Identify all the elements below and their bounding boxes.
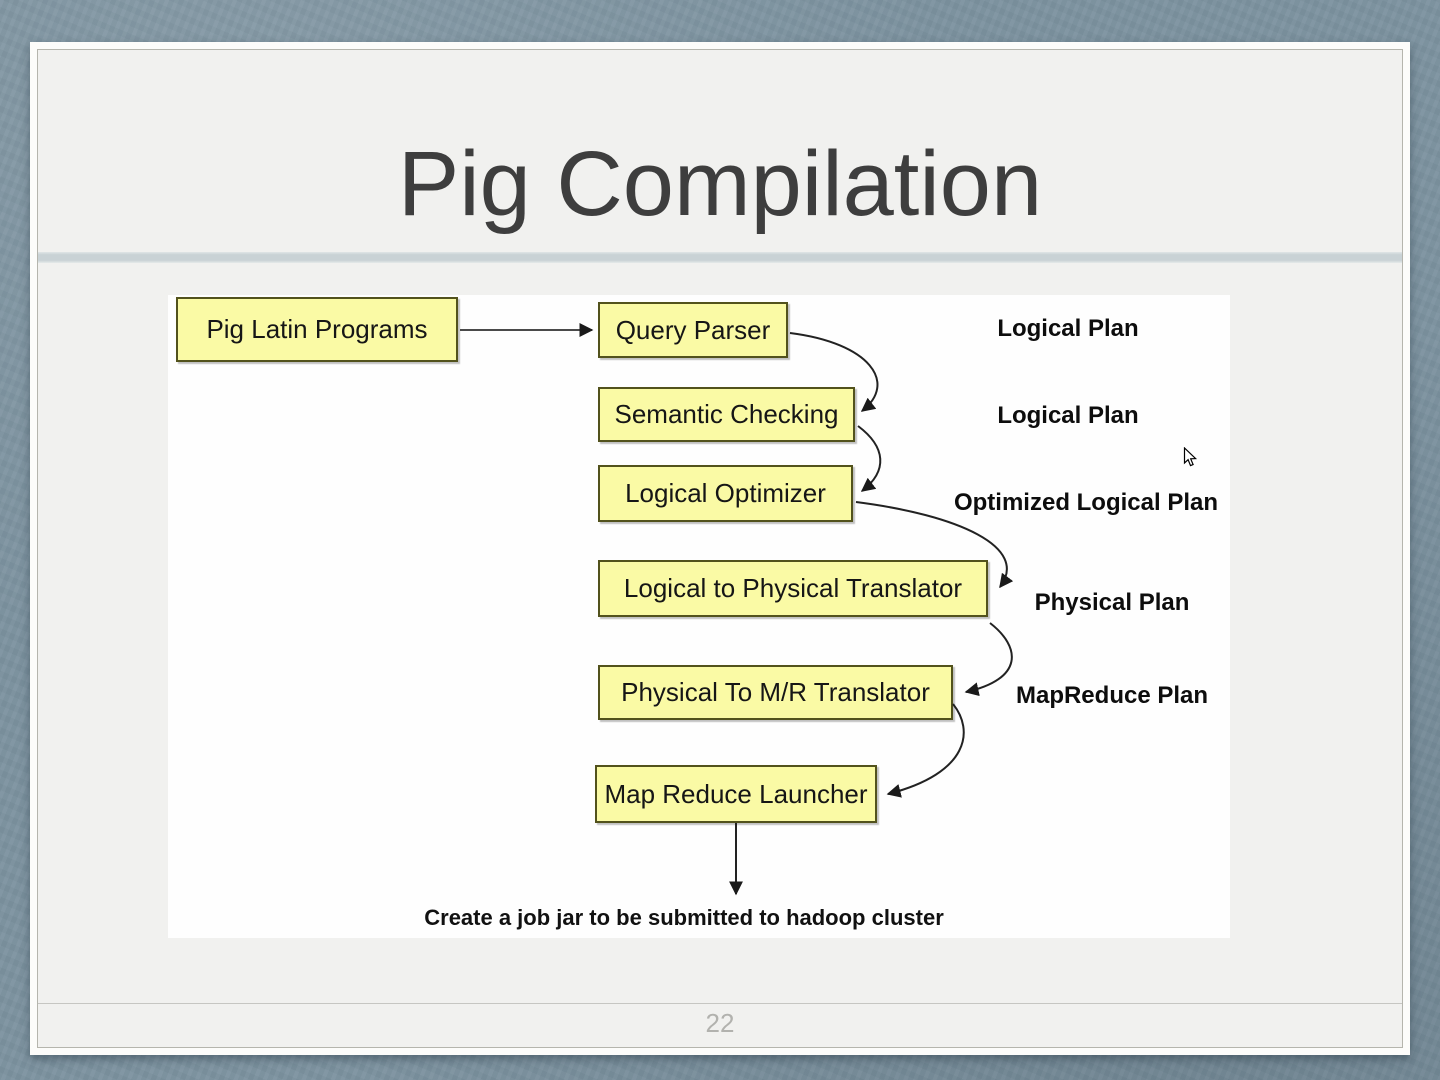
plan-label-logical-plan-2: Logical Plan <box>997 402 1139 429</box>
flow-box-physical-to-mr-translator: Physical To M/R Translator <box>598 665 953 720</box>
flow-box-logical-optimizer: Logical Optimizer <box>598 465 853 522</box>
flow-box-pig-latin-programs: Pig Latin Programs <box>176 297 458 362</box>
flow-box-map-reduce-launcher: Map Reduce Launcher <box>595 765 877 823</box>
pig-compilation-diagram: Pig Latin Programs Query Parser Semantic… <box>168 295 1230 938</box>
flow-arrows <box>460 323 1014 896</box>
slide-title: Pig Compilation <box>397 133 1043 235</box>
flow-box-label: Physical To M/R Translator <box>621 677 930 707</box>
footer-divider <box>38 1003 1402 1004</box>
flow-box-label: Query Parser <box>615 314 771 345</box>
flow-box-label: Pig Latin Programs <box>206 314 428 344</box>
plan-label-mapreduce-plan: MapReduce Plan <box>1015 682 1209 709</box>
page-number: 22 <box>705 1008 735 1038</box>
arrow-parser-to-semantic <box>789 332 879 412</box>
flow-box-label: Semantic Checking <box>614 399 839 429</box>
flow-box-query-parser: Query Parser <box>598 302 788 358</box>
arrow-semantic-to-optimizer <box>857 425 882 492</box>
plan-label-logical-plan-1: Logical Plan <box>997 315 1139 342</box>
flow-box-semantic-checking: Semantic Checking <box>598 387 855 442</box>
arrow-p2mr-to-launcher <box>886 703 965 798</box>
slide: Pig Compilation Pig Latin Programs Query… <box>30 42 1410 1055</box>
flow-box-label: Logical Optimizer <box>625 478 826 508</box>
plan-label-physical-plan: Physical Plan <box>1034 589 1190 616</box>
diagram-caption: Create a job jar to be submitted to hado… <box>424 905 944 930</box>
flow-box-logical-to-physical-translator: Logical to Physical Translator <box>598 560 988 617</box>
plan-label-optimized-logical-plan: Optimized Logical Plan <box>953 489 1219 516</box>
arrow-l2p-to-p2mr <box>964 622 1013 697</box>
flow-box-label: Map Reduce Launcher <box>604 778 868 809</box>
title-divider <box>38 252 1402 263</box>
mouse-pointer-icon <box>1183 446 1198 473</box>
flow-box-label: Logical to Physical Translator <box>623 573 963 603</box>
arrow-optimizer-to-l2p <box>855 501 1014 589</box>
